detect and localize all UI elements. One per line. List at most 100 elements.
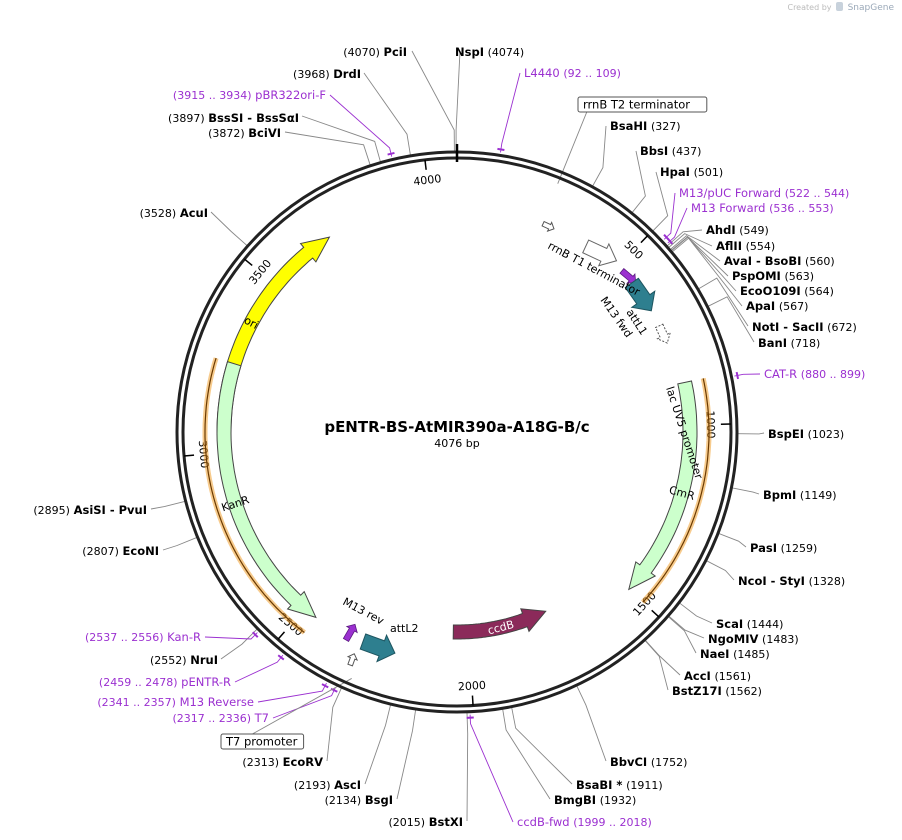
site-label-bspei[interactable]: BspEI (1023) (768, 427, 844, 441)
site-leader-noti-sacii (698, 277, 749, 327)
primer-label-pentr-r[interactable]: (2459 .. 2478) pENTR-R (99, 675, 231, 689)
site-leader-hpai (652, 171, 669, 232)
plasmid-name: pENTR-BS-AtMIR390a-A18G-B/c (324, 418, 589, 436)
feature-ccdb-arrow[interactable] (452, 608, 547, 640)
primer-labels: L4440 (92 .. 109) (3915 .. 3934) pBR322or… (85, 66, 865, 829)
site-label-aflii[interactable]: AflII (554) (716, 239, 775, 253)
inner-feature-rrnb-t1-terminator-big[interactable] (581, 236, 622, 272)
site-leader-acui (210, 211, 248, 246)
site-label-acui[interactable]: (3528) AcuI (140, 206, 208, 220)
site-label-bmgbi[interactable]: BmgBI (1932) (554, 793, 636, 807)
boxed-label-t7-promoter[interactable]: T7 promoter (225, 735, 298, 749)
inner-feature-m13-rev[interactable] (341, 621, 360, 643)
primer-label-ccdb-fwd[interactable]: ccdB-fwd (1999 .. 2018) (517, 815, 652, 829)
site-label-pcii[interactable]: (4070) PciI (343, 45, 407, 59)
primer-label-m13-reverse[interactable]: (2341 .. 2357) M13 Reverse (97, 695, 254, 709)
inner-feature-attl2[interactable] (358, 628, 400, 666)
site-label-bbvci[interactable]: BbvCI (1752) (610, 755, 687, 769)
snapgene-logo-icon (836, 2, 844, 11)
tick-mark (424, 159, 427, 170)
site-label-bsssi-bsss-i[interactable]: (3897) BssSI - BssSαI (168, 111, 299, 125)
site-leader-drdi (363, 72, 411, 155)
site-label-ngomiv[interactable]: NgoMIV (1483) (708, 632, 799, 646)
feature-cmr-arc-line (642, 378, 710, 603)
site-label-bcivi[interactable]: (3872) BciVI (208, 126, 281, 140)
site-leader-aflii (668, 233, 713, 248)
tick-label: 2000 (458, 679, 487, 694)
site-leader-bpmi (732, 487, 760, 495)
site-leader-avai-bsobi (670, 235, 721, 262)
site-leader-bcivi (284, 131, 371, 165)
tick-label: 1500 (630, 589, 658, 618)
site-leader-nrui (220, 628, 258, 660)
primer-label-kan-r[interactable]: (2537 .. 2556) Kan-R (85, 630, 201, 644)
boxed-label-frame-rrnb-t2-terminator (577, 96, 708, 113)
site-label-bstz17i[interactable]: BstZ17I (1562) (672, 684, 762, 698)
site-label-bsgi[interactable]: (2134) BsgI (325, 793, 393, 807)
site-label-asci[interactable]: (2193) AscI (294, 778, 361, 792)
inner-label-attl2: attL2 (390, 622, 419, 635)
primer-label-cat-r[interactable]: CAT-R (880 .. 899) (764, 367, 865, 381)
site-label-pasi[interactable]: PasI (1259) (750, 541, 817, 555)
site-label-ncoi-styi[interactable]: NcoI - StyI (1328) (738, 574, 845, 588)
feature-cmr-arrow[interactable] (628, 380, 698, 591)
site-label-bsabi[interactable]: BsaBI * (1911) (576, 778, 663, 792)
site-label-ecorv[interactable]: (2313) EcoRV (242, 755, 323, 769)
feature-ori-arrow[interactable] (216, 236, 331, 436)
site-label-nrui[interactable]: (2552) NruI (150, 653, 218, 667)
primer-label-l4440[interactable]: L4440 (92 .. 109) (524, 66, 621, 80)
site-label-drdi[interactable]: (3968) DrdI (293, 67, 361, 81)
primer-mark-pbr322ori-f (387, 151, 395, 156)
site-label-pspomi[interactable]: PspOMI (563) (732, 269, 814, 283)
tick-mark (243, 258, 253, 266)
site-label-bani[interactable]: BanI (718) (758, 336, 820, 350)
primer-label-t7[interactable]: (2317 .. 2336) T7 (172, 711, 269, 725)
site-leader-ngomiv (668, 615, 705, 639)
plasmid-length: 4076 bp (434, 437, 479, 450)
site-leader-bstxi (466, 712, 469, 822)
site-leader-bmgbi (502, 709, 551, 800)
site-label-naei[interactable]: NaeI (1485) (700, 647, 770, 661)
site-label-hpai[interactable]: HpaI (501) (660, 165, 723, 179)
inner-feature-attl1[interactable] (620, 275, 662, 319)
site-leader-bstz17i (644, 640, 669, 691)
site-label-ecoo109i[interactable]: EcoO109I (564) (740, 284, 834, 298)
tick-mark (277, 631, 286, 640)
inner-feature-rrnb-t1-terminator[interactable] (541, 219, 556, 233)
site-label-apai[interactable]: ApaI (567) (746, 299, 808, 313)
primer-label-m13-puc-forward[interactable]: M13/pUC Forward (522 .. 544) (679, 186, 849, 200)
primer-leader-l4440 (500, 72, 521, 153)
boxed-label-rrnb-t2-terminator[interactable]: rrnB T2 terminator (583, 98, 690, 112)
primer-label-m13-forward[interactable]: M13 Forward (536 .. 553) (691, 201, 834, 215)
site-label-avai-bsobi[interactable]: AvaI - BsoBI (560) (724, 254, 835, 268)
site-label-econi[interactable]: (2807) EcoNI (82, 544, 159, 558)
site-label-bpmi[interactable]: BpmI (1149) (763, 488, 837, 502)
site-leader-ecorv (326, 687, 342, 762)
site-label-noti-sacii[interactable]: NotI - SacII (672) (752, 320, 857, 334)
site-label-scai[interactable]: ScaI (1444) (716, 617, 783, 631)
primer-leader-pbr322ori-f (329, 94, 393, 157)
site-label-bsahi[interactable]: BsaHI (327) (610, 119, 681, 133)
site-label-ahdi[interactable]: AhdI (549) (706, 223, 769, 237)
inner-feature-t7-promoter-small[interactable] (346, 652, 359, 667)
site-label-acci[interactable]: AccI (1561) (684, 669, 751, 683)
primer-label-pbr322ori-f[interactable]: (3915 .. 3934) pBR322ori-F (173, 88, 326, 102)
site-label-bbsi[interactable]: BbsI (437) (640, 144, 701, 158)
tick-mark (651, 609, 660, 618)
inner-feature-lac-uv5-promoter[interactable] (653, 323, 674, 346)
site-label-nspi[interactable]: NspI (4074) (455, 45, 524, 59)
site-leader-naei (668, 616, 697, 654)
leader-lines (150, 50, 765, 823)
feature-kanr-arrow[interactable] (216, 360, 317, 619)
site-leader-asisi-pvui (150, 500, 185, 510)
snapgene-brand-text: SnapGene (847, 3, 894, 13)
site-label-asisi-pvui[interactable]: (2895) AsiSI - PvuI (33, 503, 147, 517)
tick-mark (640, 234, 649, 244)
tick-mark (183, 454, 195, 457)
feature-label-ori: ori (242, 314, 261, 332)
primer-mark-m13-reverse (321, 683, 329, 689)
site-leader-bsabi (511, 707, 573, 785)
primer-leader-m13-puc-forward (663, 192, 676, 240)
site-label-bstxi[interactable]: (2015) BstXI (389, 815, 464, 829)
